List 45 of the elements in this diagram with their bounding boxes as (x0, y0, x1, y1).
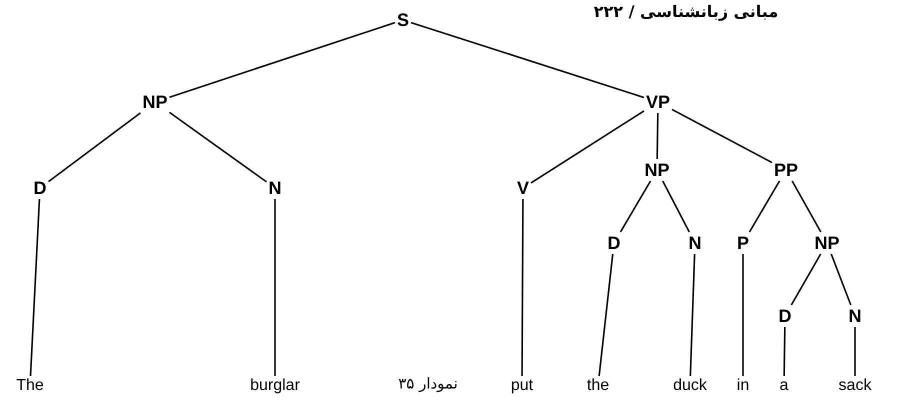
category-label: D (776, 305, 794, 327)
tree-branch (620, 180, 652, 232)
word: the (584, 376, 612, 396)
tree-branch (274, 199, 276, 376)
tree-branch (742, 254, 744, 376)
category-label: N (266, 177, 284, 199)
tree-branch (690, 254, 696, 376)
word: in (734, 376, 752, 396)
category-label: PP (772, 159, 800, 181)
caption: نمودار ۳۵ (398, 376, 458, 392)
word: put (508, 376, 536, 396)
category-label: P (735, 232, 751, 254)
tree-branch (854, 327, 856, 376)
category-label: V (515, 177, 531, 199)
tree-branch (748, 180, 780, 232)
word: duck (671, 376, 709, 396)
tree-branch (672, 108, 772, 164)
category-label: NP (642, 159, 672, 181)
category-label: S (395, 9, 411, 31)
tree-branch (30, 198, 40, 376)
tree-branch (790, 254, 822, 306)
category-label: D (32, 177, 48, 199)
tree-branch (662, 180, 690, 232)
tree-branch (830, 254, 852, 306)
category-label: NP (812, 232, 842, 254)
tree-branch (410, 22, 644, 98)
tree-branch (791, 180, 822, 232)
tree-branch (598, 254, 614, 376)
category-label: N (686, 232, 704, 254)
word: burglar (248, 376, 302, 396)
word: a (778, 376, 790, 396)
tree-branch (530, 110, 644, 184)
category-label: N (846, 305, 864, 327)
word: The (14, 376, 46, 396)
page-header: مبانی زبانشناسی / ۲۲۲ (594, 4, 778, 20)
category-label: NP (140, 91, 170, 113)
tree-branch (783, 326, 786, 376)
category-label: D (606, 232, 622, 254)
tree-branch (48, 112, 141, 182)
category-label: VP (644, 91, 672, 113)
tree-branch (656, 112, 659, 160)
tree-branch (169, 22, 396, 98)
word: sack (836, 376, 874, 396)
tree-branch (169, 112, 267, 183)
tree-branch (521, 199, 524, 376)
